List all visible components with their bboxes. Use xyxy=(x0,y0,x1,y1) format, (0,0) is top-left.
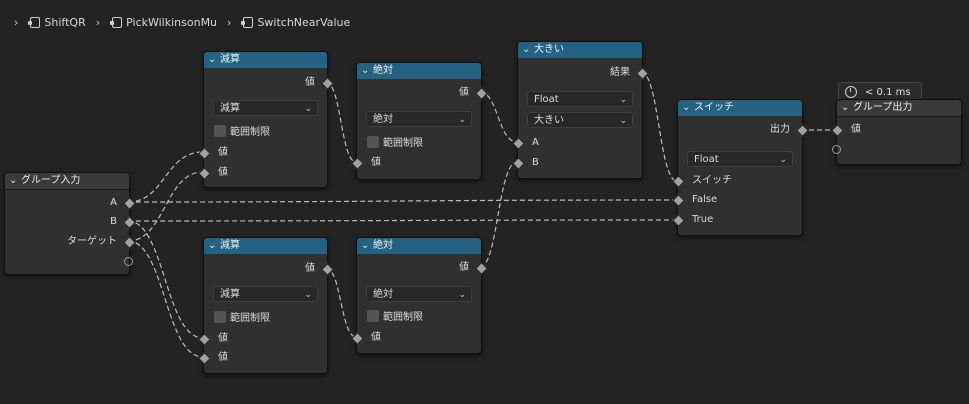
data-type-dropdown[interactable]: Float⌄ xyxy=(527,91,633,107)
stopwatch-icon xyxy=(845,86,857,98)
input-label: 値 xyxy=(218,333,228,344)
subtract-node-1[interactable]: ⌄減算 値 減算⌄ 範囲制限 値 値 xyxy=(198,51,334,188)
operation-dropdown[interactable]: 絶対⌄ xyxy=(366,286,472,302)
chevron-down-icon: ⌄ xyxy=(304,104,312,114)
clamp-checkbox[interactable]: 範囲制限 xyxy=(367,135,423,149)
subtract-node-2[interactable]: ⌄減算 値 減算⌄ 範囲制限 値 値 xyxy=(198,237,334,374)
clamp-checkbox[interactable]: 範囲制限 xyxy=(214,310,270,324)
empty-output-socket[interactable] xyxy=(124,257,133,266)
link-abs1-to-greater-a xyxy=(479,91,518,143)
breadcrumb: › ShiftQR › PickWilkinsonMu › SwitchNear… xyxy=(10,14,350,30)
socket-label-b: B xyxy=(110,216,117,227)
chevron-down-icon[interactable]: ⌄ xyxy=(361,65,370,76)
chevron-down-icon: ⌄ xyxy=(619,116,627,126)
chevron-down-icon[interactable]: ⌄ xyxy=(208,240,217,251)
node-header[interactable]: ⌄大きい xyxy=(518,42,642,58)
chevron-down-icon: ⌄ xyxy=(619,95,627,105)
chevron-down-icon[interactable]: ⌄ xyxy=(682,102,691,113)
output-label: 結果 xyxy=(610,67,630,78)
absolute-node-2[interactable]: ⌄絶対 値 絶対⌄ 範囲制限 値 xyxy=(351,237,488,354)
input-label-a: A xyxy=(532,137,539,148)
operation-dropdown[interactable]: 減算⌄ xyxy=(213,286,318,302)
chevron-down-icon[interactable]: ⌄ xyxy=(522,44,531,55)
checkbox-box[interactable] xyxy=(367,309,379,322)
input-label: 値 xyxy=(371,157,381,168)
clamp-checkbox[interactable]: 範囲制限 xyxy=(367,309,423,323)
node-header[interactable]: ⌄絶対 xyxy=(357,238,481,254)
socket-label-a: A xyxy=(110,197,117,208)
node-header[interactable]: ⌄グループ出力 xyxy=(837,100,961,117)
chevron-down-icon: ⌄ xyxy=(779,155,787,165)
operation-dropdown[interactable]: 絶対⌄ xyxy=(366,111,472,127)
node-header[interactable]: ⌄減算 xyxy=(204,52,327,68)
input-label-true: True xyxy=(692,214,714,225)
node-tree-icon xyxy=(110,16,123,28)
absolute-node-1[interactable]: ⌄絶対 値 絶対⌄ 範囲制限 値 xyxy=(351,62,488,180)
link-sub1-to-abs1 xyxy=(325,81,357,163)
output-label: 値 xyxy=(305,263,315,274)
chevron-down-icon[interactable]: ⌄ xyxy=(208,54,217,65)
breadcrumb-chevron-icon: › xyxy=(227,15,232,29)
link-target-to-sub2 xyxy=(127,240,204,358)
chevron-down-icon: ⌄ xyxy=(458,290,466,300)
checkbox-box[interactable] xyxy=(214,124,226,137)
node-header[interactable]: ⌄減算 xyxy=(204,238,327,254)
data-type-dropdown[interactable]: Float⌄ xyxy=(687,151,793,167)
breadcrumb-item[interactable]: SwitchNearValue xyxy=(241,16,350,29)
link-sub2-to-abs2 xyxy=(325,267,357,338)
link-greater-to-switch xyxy=(640,71,678,182)
input-label-false: False xyxy=(692,194,718,205)
chevron-down-icon: ⌄ xyxy=(458,115,466,125)
output-label: 値 xyxy=(459,262,469,273)
mode-dropdown[interactable]: 大きい⌄ xyxy=(527,112,633,128)
link-a-to-switch-false xyxy=(127,199,678,203)
input-label: 値 xyxy=(218,147,228,158)
link-abs2-to-greater-b xyxy=(479,161,518,268)
breadcrumb-chevron-icon: › xyxy=(14,15,19,29)
node-header[interactable]: ⌄グループ入力 xyxy=(5,173,129,190)
input-label: 値 xyxy=(218,352,228,363)
chevron-down-icon[interactable]: ⌄ xyxy=(9,175,18,186)
checkbox-box[interactable] xyxy=(367,135,379,148)
operation-dropdown[interactable]: 減算⌄ xyxy=(213,100,318,116)
checkbox-box[interactable] xyxy=(214,310,226,323)
empty-input-socket[interactable] xyxy=(832,145,841,154)
group-output-node[interactable]: ⌄グループ出力 値 xyxy=(831,99,962,165)
input-label-b: B xyxy=(532,157,539,168)
node-tree-icon xyxy=(28,16,41,28)
chevron-down-icon[interactable]: ⌄ xyxy=(361,240,370,251)
link-b-to-sub2 xyxy=(127,220,204,339)
chevron-down-icon[interactable]: ⌄ xyxy=(841,102,850,113)
output-label: 出力 xyxy=(770,124,790,135)
output-label: 値 xyxy=(459,87,469,98)
greater-than-node[interactable]: ⌄大きい 結果 Float⌄ 大きい⌄ A B xyxy=(512,41,649,179)
node-header[interactable]: ⌄スイッチ xyxy=(678,100,802,116)
output-label: 値 xyxy=(305,77,315,88)
group-input-node[interactable]: ⌄グループ入力 A B ターゲット xyxy=(4,172,136,275)
input-label-switch: スイッチ xyxy=(692,175,732,186)
chevron-down-icon: ⌄ xyxy=(304,290,312,300)
clamp-checkbox[interactable]: 範囲制限 xyxy=(214,124,270,138)
input-label: 値 xyxy=(851,124,861,135)
link-target-to-sub1 xyxy=(127,171,204,242)
input-label: 値 xyxy=(218,167,228,178)
breadcrumb-item[interactable]: ShiftQR xyxy=(28,16,86,29)
breadcrumb-chevron-icon: › xyxy=(95,15,101,29)
link-a-to-sub1 xyxy=(127,151,204,203)
input-label: 値 xyxy=(371,332,381,343)
link-b-to-switch-true xyxy=(127,219,678,222)
breadcrumb-item[interactable]: PickWilkinsonMu xyxy=(110,16,217,29)
node-header[interactable]: ⌄絶対 xyxy=(357,63,481,79)
switch-node[interactable]: ⌄スイッチ 出力 Float⌄ スイッチ False True xyxy=(672,99,809,236)
node-tree-icon xyxy=(241,16,254,28)
socket-label-target: ターゲット xyxy=(67,236,117,247)
